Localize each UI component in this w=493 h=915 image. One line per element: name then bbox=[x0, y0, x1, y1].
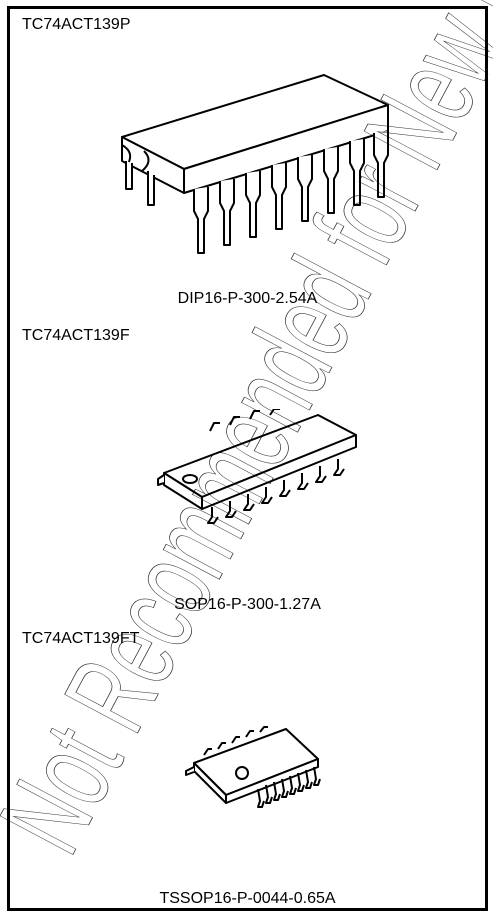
package-frame: TC74ACT139P bbox=[7, 6, 488, 911]
package-section-tssop: TC74ACT139FT bbox=[10, 617, 485, 914]
part-number-label: TC74ACT139F bbox=[22, 327, 130, 344]
tssop16-package-drawing bbox=[185, 726, 321, 808]
part-number-label: TC74ACT139FT bbox=[22, 630, 140, 647]
package-code-label: DIP16-P-300-2.54A bbox=[177, 290, 318, 307]
dip16-package-drawing bbox=[121, 74, 389, 254]
package-section-sop: TC74ACT139F bbox=[10, 321, 485, 617]
package-code-label: TSSOP16-P-0044-0.65A bbox=[159, 890, 336, 907]
sop16-package-drawing bbox=[157, 409, 357, 524]
package-code-label: SOP16-P-300-1.27A bbox=[174, 596, 321, 613]
part-number-label: TC74ACT139P bbox=[22, 16, 131, 33]
package-section-dip: TC74ACT139P bbox=[10, 9, 485, 321]
